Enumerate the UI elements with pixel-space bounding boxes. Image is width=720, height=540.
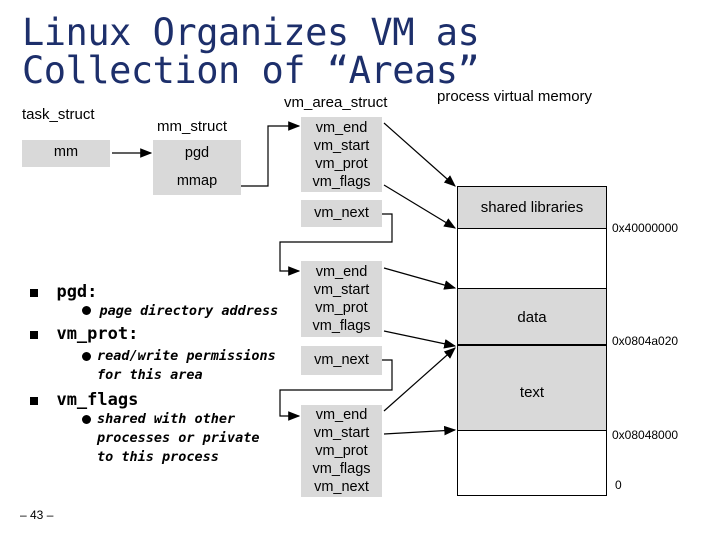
arrow-mmap-to-vm-area-1	[241, 121, 301, 187]
arrow-area-3-end	[383, 347, 456, 412]
arrow-vm-next-2	[279, 359, 393, 421]
bullet-square-icon	[30, 331, 38, 339]
bullet-square-icon	[30, 397, 38, 405]
region-shared-libraries-label: shared libraries	[480, 199, 584, 216]
slide-title: Linux Organizes VM as Collection of “Are…	[22, 11, 480, 92]
address-0804a020: 0x0804a020	[612, 334, 679, 348]
vm-area-3-fields: vm_end vm_start vm_prot vm_flags vm_next	[301, 405, 382, 497]
bullet-pgd-term: pgd:	[56, 282, 98, 302]
task-struct-mm-field: mm	[53, 144, 79, 160]
mm-struct-mmap-field: mmap	[176, 173, 218, 189]
bullet-vm-prot-term: vm_prot:	[56, 324, 139, 344]
bullet-pgd-sub: page directory address	[82, 302, 278, 321]
bullet-vm-flags-detail: shared with other processes or private t…	[97, 411, 260, 465]
mm-struct-pgd-field: pgd	[184, 145, 210, 161]
vm-area-3-vm-start: vm_start	[313, 425, 370, 441]
arrow-area-1-end	[383, 122, 456, 187]
bullet-dot-icon	[82, 415, 91, 424]
bullet-vm-flags-term: vm_flags	[56, 390, 139, 410]
vm-area-2-vm-next: vm_next	[314, 352, 369, 368]
vm-area-1-fields: vm_end vm_start vm_prot vm_flags	[301, 117, 382, 192]
region-data-label: data	[517, 309, 547, 326]
address-40000000: 0x40000000	[612, 221, 679, 235]
vm-area-3-vm-next: vm_next	[314, 479, 369, 495]
bullet-pgd: pgd:	[30, 282, 97, 302]
address-0: 0	[615, 478, 622, 492]
bullet-vm-flags: vm_flags	[30, 390, 138, 410]
arrow-area-2-start	[383, 330, 457, 349]
vm-area-1-vm-start: vm_start	[313, 138, 370, 154]
vm-area-2-vm-end: vm_end	[315, 264, 368, 280]
region-shared-libraries: shared libraries	[457, 186, 607, 229]
arrow-vm-next-1	[279, 213, 393, 276]
bullet-dot-icon	[82, 352, 91, 361]
bullet-vm-prot-detail: read/write permissions for this area	[97, 348, 276, 383]
vm-area-1-vm-flags: vm_flags	[312, 174, 371, 190]
bullet-dot-icon	[82, 306, 91, 315]
vm-area-3-vm-prot: vm_prot	[315, 443, 368, 459]
vm-area-3-vm-end: vm_end	[315, 407, 368, 423]
bullet-vm-prot-sub: read/write permissions for this area	[82, 347, 282, 385]
vm-area-2-vm-start: vm_start	[313, 282, 370, 298]
slide-number: – 43 –	[20, 508, 54, 522]
address-08048000: 0x08048000	[612, 428, 679, 442]
bullet-vm-flags-sub: shared with other processes or private t…	[82, 410, 282, 467]
vm-area-2-vm-flags: vm_flags	[312, 318, 371, 334]
arrow-area-2-end	[383, 267, 457, 290]
region-text-label: text	[519, 384, 545, 401]
arrow-area-1-start	[383, 184, 457, 229]
arrow-area-3-start	[383, 425, 457, 436]
bullet-pgd-detail: page directory address	[99, 303, 279, 319]
vm-area-3-vm-flags: vm_flags	[312, 461, 371, 477]
region-text: text	[457, 345, 607, 431]
task-struct-label: task_struct	[22, 106, 95, 123]
task-struct-box: mm	[22, 140, 110, 167]
process-vm-label: process virtual memory	[437, 88, 593, 105]
vm-area-1-vm-next: vm_next	[314, 205, 369, 221]
mm-struct-box: pgd mmap	[153, 140, 241, 195]
bullet-vm-prot: vm_prot:	[30, 324, 138, 344]
vm-area-1-vm-end: vm_end	[315, 120, 368, 136]
vm-area-2-next: vm_next	[301, 346, 382, 375]
vm-area-2-vm-prot: vm_prot	[315, 300, 368, 316]
region-data: data	[457, 288, 607, 345]
mm-struct-label: mm_struct	[157, 118, 228, 135]
vm-area-struct-label: vm_area_struct	[284, 94, 388, 111]
vm-area-2-fields: vm_end vm_start vm_prot vm_flags	[301, 261, 382, 337]
vm-area-1-next: vm_next	[301, 200, 382, 227]
vm-area-1-vm-prot: vm_prot	[315, 156, 368, 172]
bullet-square-icon	[30, 289, 38, 297]
